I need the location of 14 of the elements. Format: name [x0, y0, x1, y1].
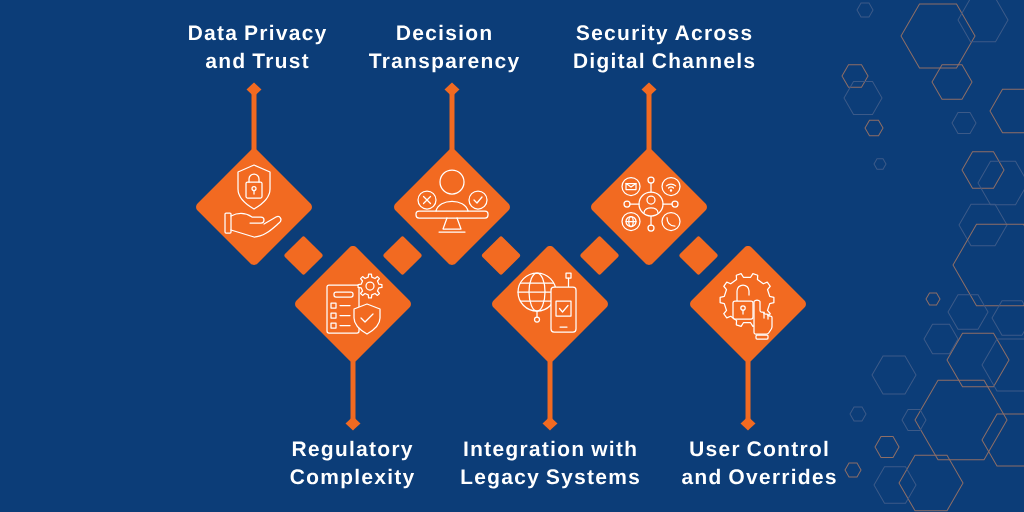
diamond — [591, 149, 707, 265]
topic-label: User Control and Overrides — [682, 440, 836, 485]
diamond — [383, 236, 422, 275]
topic-label: Integration with Legacy Systems — [461, 440, 639, 489]
topic-label: Security Across Digital Channels — [574, 24, 755, 73]
topic-label: Data Privacy and Trust — [189, 24, 327, 69]
topic-label: Regulatory Complexity — [290, 440, 415, 489]
topic-label: Decision Transparency — [369, 24, 520, 73]
diamond — [284, 236, 323, 275]
diamond — [394, 149, 510, 265]
diamond — [679, 236, 718, 275]
diamond — [196, 149, 312, 265]
diamond — [481, 236, 521, 275]
diamond — [580, 236, 619, 275]
